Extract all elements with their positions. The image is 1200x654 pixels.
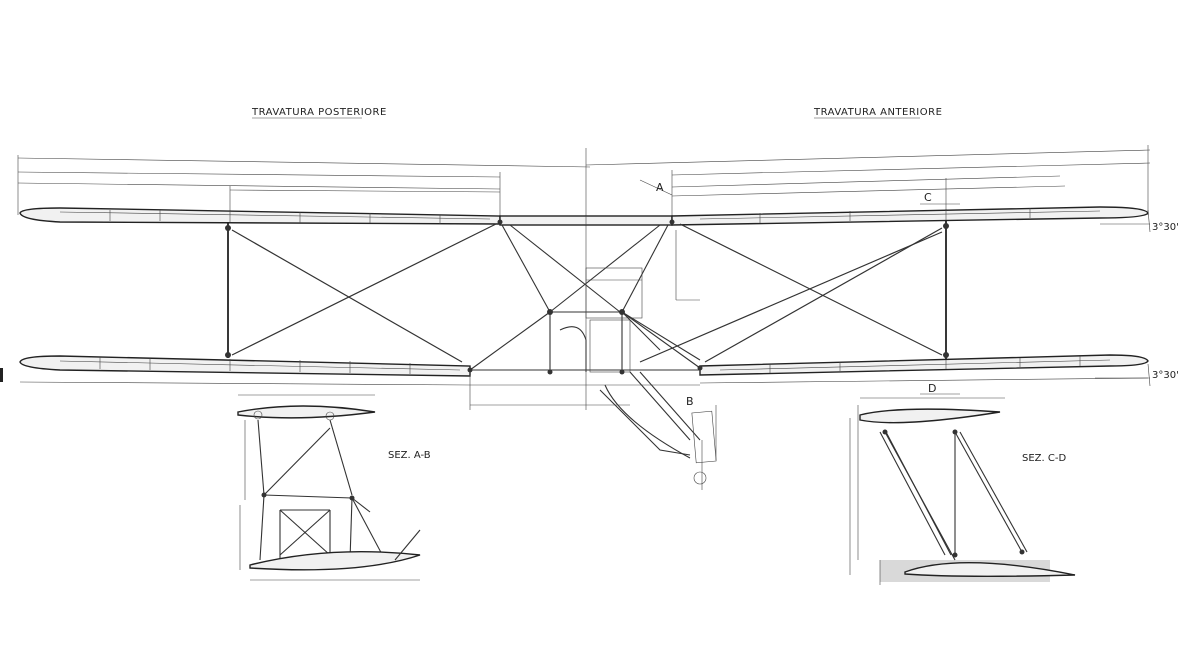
lower-incidence-angle: 3°30' [1152, 370, 1179, 381]
upper-wing-left-panel [19, 207, 501, 225]
interplane-struts [225, 220, 949, 360]
section-markers: A B C D [656, 181, 960, 408]
upper-wing [19, 206, 1149, 226]
front-truss-title-text: TRAVATURA ANTERIORE [813, 107, 942, 118]
section-ab-upper-airfoil [237, 405, 376, 419]
overall-dimension-lines [17, 145, 1151, 230]
center-dimensions [469, 179, 700, 410]
rear-truss-title: TRAVATURA POSTERIORE [251, 107, 387, 119]
section-ab-lower-airfoil [249, 550, 421, 571]
section-marker-a: A [656, 181, 664, 194]
section-marker-d: D [928, 382, 936, 395]
lower-wing [19, 354, 1149, 377]
upper-incidence-angle: 3°30' [1152, 222, 1179, 233]
front-truss-title: TRAVATURA ANTERIORE [813, 107, 942, 119]
section-ab-detail: SEZ. A-B [237, 394, 431, 581]
lower-wing-left-panel [19, 355, 471, 377]
edge-mark [0, 368, 3, 382]
section-marker-c: C [924, 191, 932, 204]
bracing-wires [231, 223, 943, 363]
upper-wing-right-panel [671, 206, 1149, 226]
section-cd-label: SEZ. C-D [1022, 453, 1066, 464]
landing-gear [599, 371, 717, 490]
section-cd-detail: SEZ. C-D [849, 397, 1076, 585]
section-ab-label: SEZ. A-B [388, 450, 431, 461]
section-cd-lower-airfoil [904, 562, 1076, 577]
section-cd-upper-airfoil [859, 408, 1001, 424]
section-marker-b: B [686, 395, 694, 408]
rear-truss-title-text: TRAVATURA POSTERIORE [251, 107, 387, 118]
lower-dimension-lines [19, 377, 1149, 386]
cabane-struts [467, 219, 703, 375]
